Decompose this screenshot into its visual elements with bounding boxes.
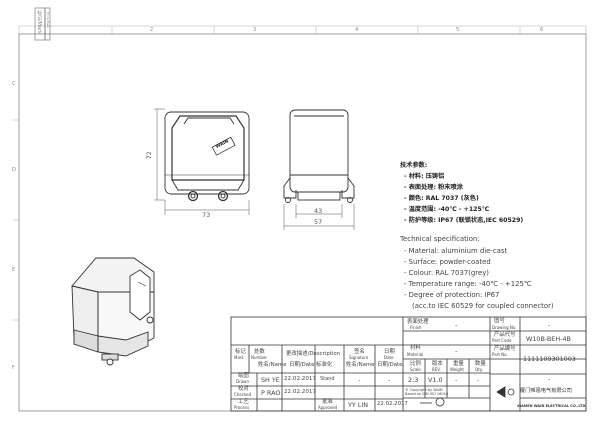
mark-label: 标记 [235,349,246,355]
date-header: 日期/Date [289,362,315,368]
spec-cn-item: - 材料: 压铸铝 [404,173,445,180]
grid-number: 4 [355,27,359,33]
process-label-en: Process [234,405,250,410]
process-label: 工艺 [238,399,249,405]
corner-mark-label: 标记/Mark [36,10,42,35]
spec-en-item: - Material: aluminium die-cast [404,247,508,255]
date-label-en: Date [384,355,394,360]
drawn-date: 22.02.2017 [284,376,317,382]
side-view [283,109,355,203]
scale-value: 2:3 [408,376,419,384]
part-no-label: 产品编号 [494,346,516,352]
spec-cn-item: - 温度范围: -40℃ - +125℃ [404,206,490,213]
finish-label-en: Finish [410,325,422,330]
stand-label: 标准化 [316,362,333,368]
grid-number: 5 [456,27,460,33]
grid-number: 3 [253,27,257,33]
spec-en-item: - Surface: powder-coated [404,258,491,266]
company-name-cn: 厦门唯恩电气有限公司 [520,388,572,394]
company-name-en: XIAMEN WAIN ELECTRICAL CO.,LTD [517,404,586,408]
weight-label: 重量 [453,361,464,367]
weight-label-en: Weight [450,367,464,372]
material-label-en: Material [407,352,424,357]
rev-value: V1.0 [428,376,443,384]
material-value: - [455,347,458,355]
finish-label: 表面处理 [407,319,429,325]
spec-en-title: Technical specification: [400,235,480,243]
grid-number: 2 [150,27,154,33]
spec-cn-item: - 防护等级: IP67 (联锁状态,IEC 60529) [404,217,524,224]
approved-name: YY LIN [348,401,369,409]
number-label: 处数 [254,349,265,355]
blank-value: - [548,375,551,383]
qty-label-en: Qty. [475,367,483,372]
rev-label-en: REV. [432,367,441,372]
company-logo-icon [420,386,515,407]
part-code-label: 产品代号 [494,332,516,338]
part-code-label-en: Part Code [492,338,512,343]
copyright-line1: © Copyright by WAIN [405,388,443,392]
stand-date: - [388,376,391,384]
spec-cn-item: - 表面处理: 粉末喷涂 [404,184,463,191]
approved-date: 22.02.2017 [377,401,408,407]
spec-en-item: - Colour: RAL 7037(grey) [404,269,489,277]
drawing-no-value: - [548,321,551,329]
spec-en-item: (acc.to IEC 60529 for coupled connector) [412,302,554,310]
drawn-name: SH YE [261,376,280,384]
checked-label-en: Checked [234,392,252,397]
qty-value: - [477,376,480,384]
name-header: 姓名/Name [258,362,287,368]
scale-label: 比例 [410,361,421,367]
isometric-view [71,257,155,366]
grid-letter: C [12,81,16,87]
approved-label: 批准 [322,399,333,405]
stand-label-en: Stand [320,376,335,382]
grid-number: 6 [540,27,544,33]
dimension-outer: 57 [314,218,323,226]
checked-label: 校对 [238,386,249,392]
stand-name: - [358,376,361,384]
signature-label: 签名 [354,349,365,355]
grid-letter: D [12,167,16,173]
part-no-label-en: Part No. [492,352,508,357]
corner-mark-sub: Filing Back [46,12,50,29]
spec-cn-item: - 颜色: RAL 7037 (灰色) [404,195,479,202]
material-label: 材料 [410,345,421,351]
drawn-label: 绘图 [238,373,249,379]
name-header-2: 姓名/Name [346,362,375,368]
dimension-width: 73 [202,211,211,219]
part-code-value: W10B-BEH-4B [526,335,571,343]
grid-letter: E [12,267,16,273]
dimension-inner: 43 [314,207,323,215]
description-label: 更改描述/Description [286,351,341,357]
drawing-no-label: 图号 [494,318,505,324]
drawing-no-label-en: Drawing No. [492,325,517,330]
date-label: 日期 [384,349,395,355]
spec-cn-title: 技术参数: [400,162,428,169]
part-no-value: 1111109301003 [523,355,576,363]
number-label-en: Number [251,355,268,360]
title-block [230,316,587,412]
drawn-label-en: Drawn [236,379,249,384]
finish-value: - [455,321,458,329]
scale-label-en: Scale [410,367,421,372]
copyright-line2: Based on DIN ISO 16016 [405,392,449,396]
spec-en-item: - Temperature range: -40℃ - +125℃ [404,280,532,288]
date-header-2: 日期/Date [377,362,403,368]
mark-label-en: Mark [234,355,244,360]
front-view [164,111,250,202]
grid-letter: F [12,365,15,371]
checked-date: 22.02.2017 [284,389,317,395]
rev-label: 版本 [432,361,443,367]
approved-label-en: Approved [318,405,338,410]
spec-en-item: - Degree of protection: IP67 [404,291,500,299]
qty-label: 数量 [475,361,486,367]
weight-value: - [455,376,458,384]
signature-label-en: Signature [349,355,369,360]
dimension-height: 72 [144,151,153,160]
checked-name: P RAO [261,389,281,397]
